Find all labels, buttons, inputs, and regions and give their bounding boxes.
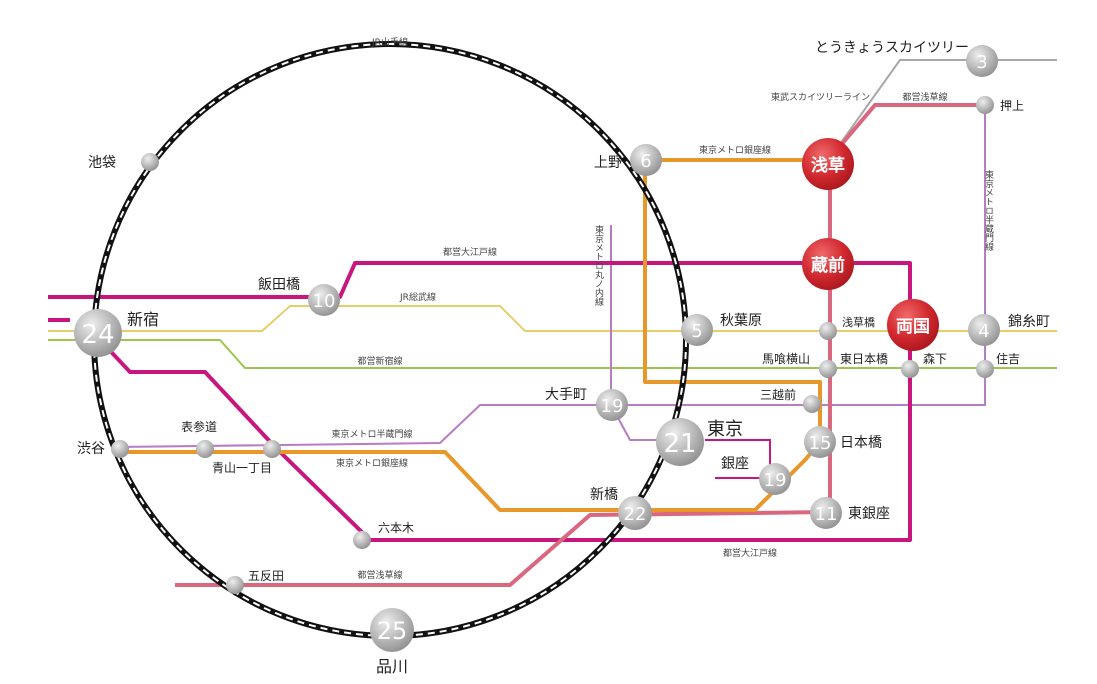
name-sumiyoshi: 住吉 bbox=[996, 352, 1020, 366]
asakusa-line-main bbox=[175, 158, 832, 587]
badge-higashiginza[interactable]: 11 bbox=[810, 497, 842, 529]
label-oedo-bottom: 都営大江戸線 bbox=[723, 547, 777, 559]
name-ueno: 上野 bbox=[594, 155, 622, 171]
svg-text:21: 21 bbox=[663, 429, 696, 459]
name-ginza: 銀座 bbox=[721, 456, 749, 472]
label-hanzomon-right: 東京メトロ半蔵門線 bbox=[983, 169, 994, 251]
svg-text:浅草: 浅草 bbox=[811, 155, 845, 176]
name-gotanda: 五反田 bbox=[248, 569, 284, 583]
label-shinjuku-line: 都営新宿線 bbox=[357, 355, 402, 367]
ginza-line-main bbox=[120, 160, 822, 512]
name-omotesando: 表参道 bbox=[181, 419, 217, 434]
minor-stations bbox=[111, 96, 994, 594]
oedo-line bbox=[48, 261, 912, 542]
name-oshiage: 押上 bbox=[1000, 99, 1024, 113]
station-dot-morishita[interactable] bbox=[901, 360, 919, 378]
badge-akihabara[interactable]: 5 bbox=[681, 314, 713, 346]
svg-text:4: 4 bbox=[978, 321, 989, 342]
badge-shinjuku[interactable]: 24 bbox=[74, 309, 122, 357]
numbered-stations: 3 6 10 24 5 4 19 21 bbox=[74, 45, 1000, 652]
label-marunouchi: 東京メトロ丸ノ内線 bbox=[593, 224, 604, 306]
svg-text:10: 10 bbox=[313, 291, 336, 312]
svg-text:25: 25 bbox=[377, 617, 408, 645]
station-dot-aoyama[interactable] bbox=[263, 440, 281, 458]
label-skytree: 東武スカイツリーライン bbox=[771, 91, 870, 103]
badge-kinshicho[interactable]: 4 bbox=[968, 314, 1000, 346]
marunouchi-line bbox=[610, 225, 660, 441]
badge-otemachi[interactable]: 19 bbox=[596, 389, 628, 421]
highlight-stations: 浅草 蔵前 両国 bbox=[802, 138, 939, 351]
badge-skytree[interactable]: 3 bbox=[966, 45, 998, 77]
name-tokyo: 東京 bbox=[707, 419, 743, 440]
svg-text:19: 19 bbox=[764, 470, 787, 491]
label-asakusa-bottom: 都営浅草線 bbox=[357, 569, 402, 581]
highlight-ryogoku[interactable]: 両国 bbox=[887, 299, 939, 351]
name-shinjuku: 新宿 bbox=[127, 310, 159, 329]
station-dot-mitsukoshimae[interactable] bbox=[803, 395, 821, 413]
name-asakusabashi: 浅草橋 bbox=[842, 315, 875, 329]
highlight-asakusa[interactable]: 浅草 bbox=[802, 138, 854, 190]
svg-text:5: 5 bbox=[691, 321, 702, 342]
name-ikebukuro: 池袋 bbox=[88, 155, 116, 171]
badge-tokyo[interactable]: 21 bbox=[656, 418, 704, 466]
name-akihabara: 秋葉原 bbox=[720, 313, 762, 329]
name-iidabashi: 飯田橋 bbox=[258, 276, 300, 293]
label-ginza-left: 東京メトロ銀座線 bbox=[336, 457, 408, 469]
station-labels: とうきょうスカイツリー 押上 池袋 上野 飯田橋 新宿 秋葉原 浅草橋 錦糸町 … bbox=[77, 40, 1050, 676]
name-morishita: 森下 bbox=[923, 351, 947, 366]
badge-shinagawa[interactable]: 25 bbox=[370, 608, 414, 652]
svg-text:蔵前: 蔵前 bbox=[811, 255, 845, 276]
station-dot-roppongi[interactable] bbox=[353, 531, 371, 549]
name-roppongi: 六本木 bbox=[378, 521, 414, 535]
station-dot-omotesando[interactable] bbox=[196, 440, 214, 458]
skytree-line bbox=[829, 59, 1057, 159]
name-nihonbashi: 日本橋 bbox=[840, 435, 882, 451]
name-shibuya: 渋谷 bbox=[77, 441, 105, 457]
station-dot-oshiage[interactable] bbox=[976, 96, 994, 114]
highlight-kuramae[interactable]: 蔵前 bbox=[802, 238, 854, 290]
station-dot-shibuya[interactable] bbox=[111, 440, 129, 458]
badge-iidabashi[interactable]: 10 bbox=[308, 284, 340, 316]
badge-ueno[interactable]: 6 bbox=[630, 144, 662, 176]
label-hanzomon-left: 東京メトロ半蔵門線 bbox=[331, 428, 412, 440]
badge-ginza[interactable]: 19 bbox=[759, 463, 791, 495]
badge-shimbashi[interactable]: 22 bbox=[618, 496, 652, 530]
name-shimbashi: 新橋 bbox=[590, 487, 618, 503]
name-higashiginza: 東銀座 bbox=[848, 506, 890, 522]
name-shinagawa: 品川 bbox=[376, 657, 408, 676]
name-otemachi: 大手町 bbox=[545, 387, 587, 403]
line-labels: JR山手線 東武スカイツリーライン 都営浅草線 東京メトロ銀座線 都営大江戸線 … bbox=[331, 36, 993, 581]
svg-text:19: 19 bbox=[601, 396, 624, 417]
asakusa-line bbox=[828, 103, 985, 160]
label-sobu: JR総武線 bbox=[399, 291, 436, 303]
station-dot-sumiyoshi[interactable] bbox=[976, 360, 994, 378]
shinjuku-line bbox=[48, 339, 1057, 369]
svg-text:24: 24 bbox=[81, 320, 114, 350]
name-mitsukoshimae: 三越前 bbox=[760, 387, 796, 402]
svg-text:3: 3 bbox=[976, 52, 987, 73]
name-bakuroyokoyama: 馬喰横山 bbox=[762, 351, 810, 366]
svg-text:22: 22 bbox=[624, 504, 647, 525]
name-skytree: とうきょうスカイツリー bbox=[815, 40, 969, 56]
station-dot-bakuroyokoyama[interactable] bbox=[819, 360, 837, 378]
label-ginza-top: 東京メトロ銀座線 bbox=[699, 144, 771, 156]
svg-text:15: 15 bbox=[809, 433, 832, 454]
sobu-line bbox=[48, 305, 1057, 332]
station-dot-gotanda[interactable] bbox=[226, 576, 244, 594]
name-aoyama: 青山一丁目 bbox=[212, 461, 272, 475]
name-kinshicho: 錦糸町 bbox=[1008, 313, 1050, 330]
label-asakusa-top: 都営浅草線 bbox=[902, 91, 947, 103]
station-dot-ikebukuro[interactable] bbox=[141, 153, 159, 171]
station-dot-asakusabashi[interactable] bbox=[819, 322, 837, 340]
svg-text:6: 6 bbox=[640, 151, 651, 172]
svg-text:11: 11 bbox=[815, 504, 838, 525]
marunouchi-ginza-link bbox=[705, 439, 771, 479]
name-higashinihonbashi: 東日本橋 bbox=[840, 352, 888, 366]
label-oedo-top: 都営大江戸線 bbox=[443, 246, 497, 258]
hanzomon-line bbox=[119, 110, 986, 448]
label-yamanote: JR山手線 bbox=[371, 36, 408, 48]
svg-text:両国: 両国 bbox=[896, 317, 930, 337]
badge-nihonbashi[interactable]: 15 bbox=[804, 426, 836, 458]
